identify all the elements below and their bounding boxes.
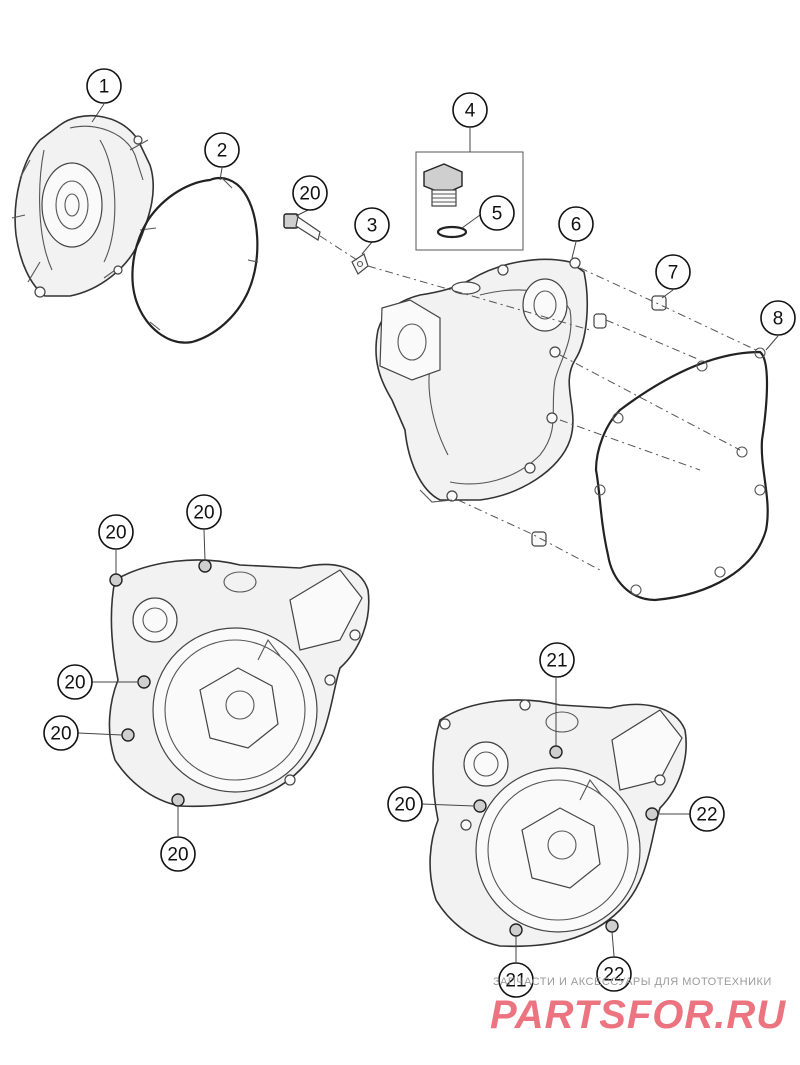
leader-5	[461, 214, 481, 229]
callout-21-bottom: 21	[498, 962, 534, 998]
callout-22-bottom: 22	[596, 956, 632, 992]
leader-8	[765, 335, 779, 351]
svg-text:20: 20	[299, 184, 320, 205]
leader-2	[219, 167, 223, 181]
leader-20-f	[421, 803, 475, 807]
svg-text:8: 8	[773, 309, 784, 330]
part-bolt-top	[283, 213, 321, 241]
part-clip	[351, 253, 369, 275]
svg-text:20: 20	[167, 845, 188, 866]
part-drain-plug	[423, 163, 463, 207]
svg-text:20: 20	[64, 673, 85, 694]
svg-text:4: 4	[465, 101, 476, 122]
part-dowel-2	[651, 295, 667, 311]
callout-21-top: 21	[539, 642, 575, 678]
callout-20-a: 20	[98, 514, 134, 550]
callout-2: 2	[204, 132, 240, 168]
svg-text:5: 5	[492, 204, 503, 225]
callout-22-right: 22	[689, 796, 725, 832]
svg-text:21: 21	[546, 651, 567, 672]
callout-4: 4	[452, 92, 488, 128]
part-clutch-gasket	[594, 347, 769, 602]
callout-20-d: 20	[43, 715, 79, 751]
leader-20-b	[203, 529, 206, 561]
assembled-cover-right	[429, 699, 687, 948]
callout-3: 3	[354, 207, 390, 243]
callout-8: 8	[760, 300, 796, 336]
leader-3	[361, 241, 373, 255]
leader-22-bottom	[611, 931, 615, 957]
callout-6: 6	[558, 206, 594, 242]
watermark-subtitle: ЗАПЧАСТИ И АКСЕССУАРЫ ДЛЯ МОТОТЕХНИКИ	[493, 976, 772, 988]
svg-text:21: 21	[505, 971, 526, 992]
callout-20-top: 20	[292, 175, 328, 211]
svg-text:20: 20	[394, 795, 415, 816]
svg-text:22: 22	[696, 805, 717, 826]
part-o-ring	[436, 225, 468, 239]
svg-text:20: 20	[193, 503, 214, 524]
leader-7	[661, 289, 674, 299]
part-cover-gasket	[131, 176, 259, 344]
part-dowel-3	[531, 531, 547, 547]
callout-1: 1	[86, 68, 122, 104]
part-clutch-cover	[375, 257, 588, 503]
leader-6	[571, 241, 577, 259]
svg-text:7: 7	[668, 263, 679, 284]
svg-text:3: 3	[367, 216, 378, 237]
leader-1	[91, 103, 105, 123]
svg-text:2: 2	[217, 141, 228, 162]
svg-text:1: 1	[99, 77, 110, 98]
leader-20-top	[295, 209, 309, 217]
callout-20-b: 20	[186, 494, 222, 530]
callout-5: 5	[479, 195, 515, 231]
callout-7: 7	[655, 254, 691, 290]
watermark-brand: PARTSFOR.RU	[490, 993, 786, 1037]
callout-20-e: 20	[160, 836, 196, 872]
callout-20-c: 20	[57, 664, 93, 700]
callout-20-f: 20	[387, 786, 423, 822]
svg-text:20: 20	[105, 523, 126, 544]
svg-text:20: 20	[50, 724, 71, 745]
svg-text:22: 22	[603, 965, 624, 986]
part-dowel-1	[593, 313, 607, 329]
leader-20-d	[77, 732, 123, 736]
part-ignition-cover	[11, 114, 157, 298]
alignment-lines	[319, 235, 757, 571]
assembled-cover-left	[108, 559, 370, 808]
svg-text:6: 6	[571, 215, 582, 236]
